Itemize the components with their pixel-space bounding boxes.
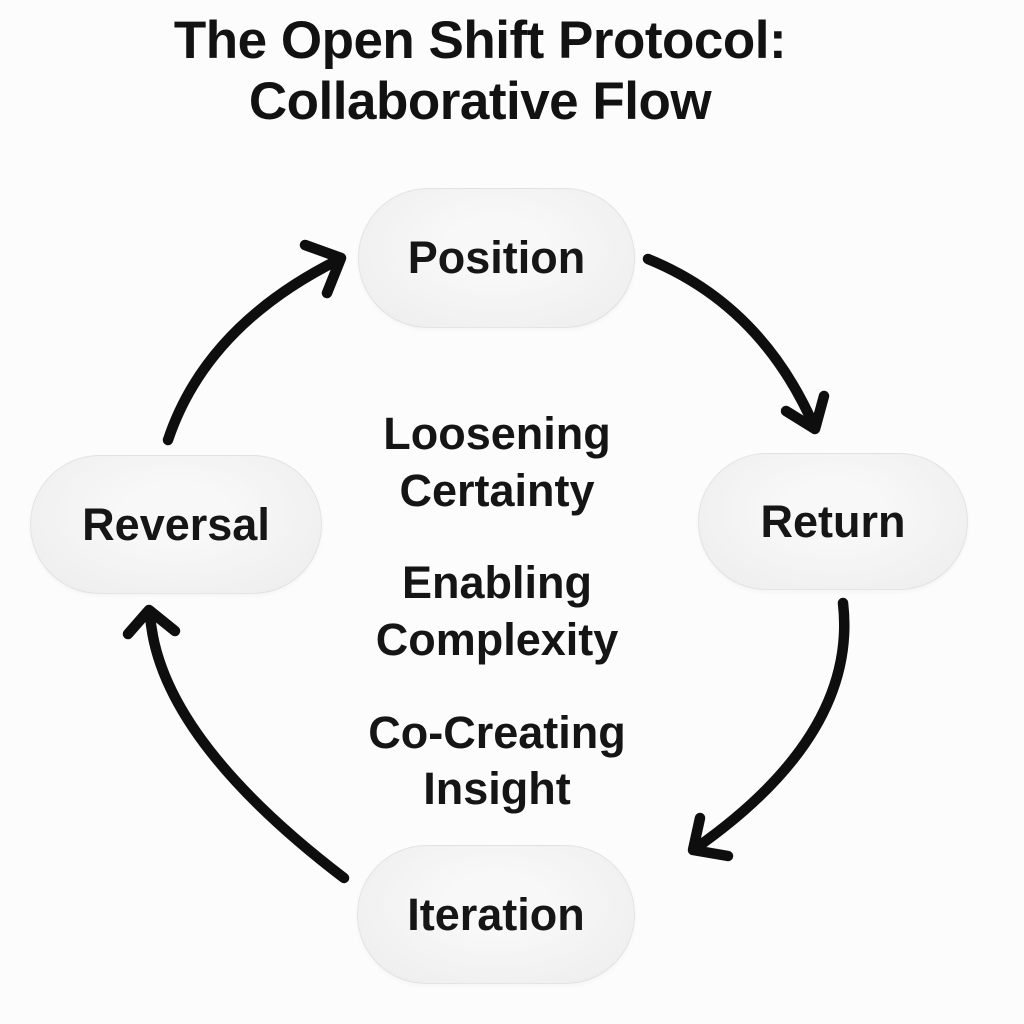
center-phrase-line: Co-Creating xyxy=(368,706,626,758)
title-line-2: Collaborative Flow xyxy=(248,72,712,132)
node-position-label: Position xyxy=(407,232,586,283)
node-iteration-label: Iteration xyxy=(407,888,585,940)
arrow-position-to-return xyxy=(642,253,830,435)
center-phrase-co-creating-insight: Co-Creating Insight xyxy=(297,705,697,818)
center-phrase-line: Complexity xyxy=(375,614,619,666)
node-position: Position xyxy=(358,188,635,328)
node-return-label: Return xyxy=(760,495,906,547)
arrow-return-to-iteration xyxy=(687,597,850,862)
arrow-reversal-to-position xyxy=(162,239,347,446)
title-line-1: The Open Shift Protocol: xyxy=(173,11,787,70)
center-phrase-enabling-complexity: Enabling Complexity xyxy=(297,555,697,668)
center-phrase-line: Insight xyxy=(423,763,571,815)
center-phrase-line: Loosening xyxy=(383,408,611,459)
diagram-title: The Open Shift Protocol: Collaborative F… xyxy=(0,10,960,133)
center-phrase-line: Enabling xyxy=(402,557,592,609)
arrow-iteration-to-reversal xyxy=(122,604,350,884)
center-phrase-line: Certainty xyxy=(399,464,595,516)
center-annotations: Loosening Certainty Enabling Complexity … xyxy=(297,406,697,818)
center-phrase-loosening-certainty: Loosening Certainty xyxy=(297,406,697,519)
node-iteration: Iteration xyxy=(357,845,635,984)
node-return: Return xyxy=(698,453,968,590)
node-reversal-label: Reversal xyxy=(82,498,270,550)
node-reversal: Reversal xyxy=(30,455,322,594)
